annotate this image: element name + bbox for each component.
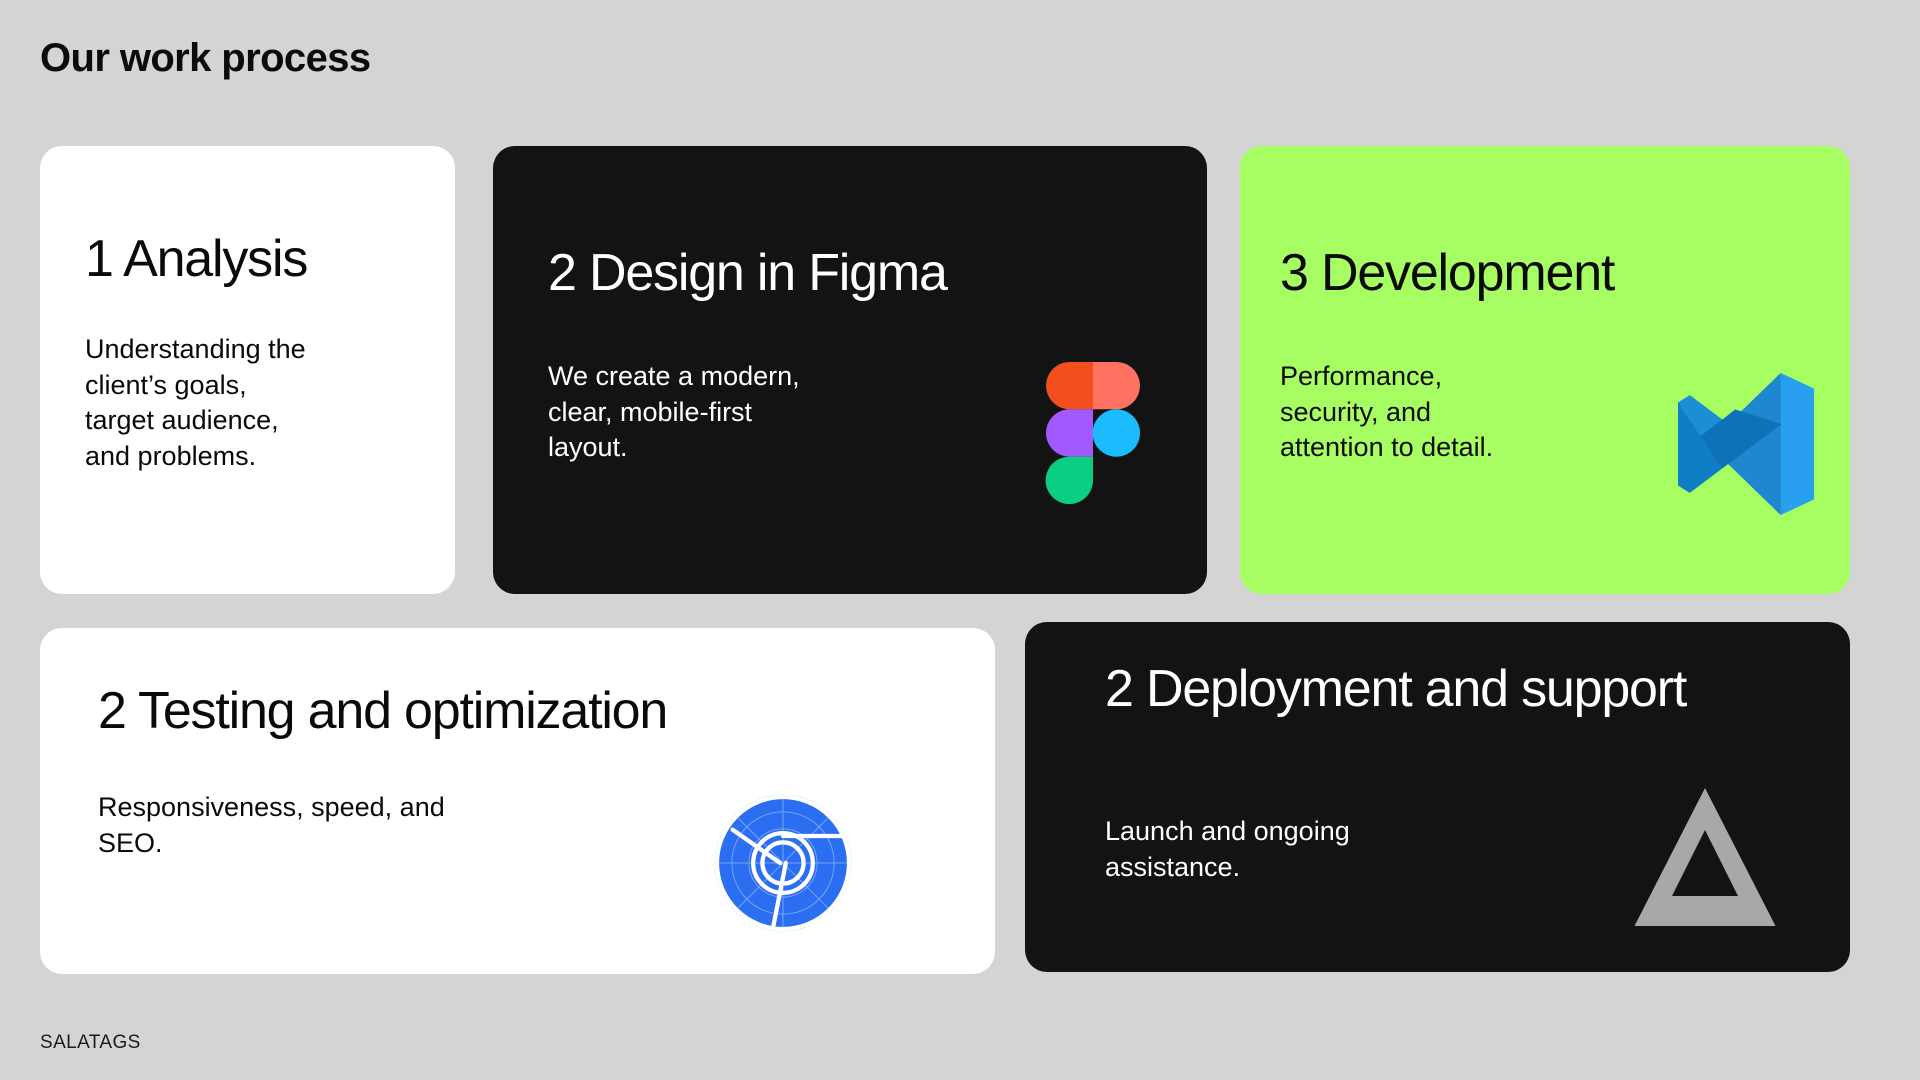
chromium-logo-icon [712, 792, 854, 934]
card-content: 2 Design in Figma We create a modern, cl… [493, 146, 1207, 594]
process-card-analysis[interactable]: 1 Analysis Understanding the client’s go… [40, 146, 455, 594]
process-card-development[interactable]: 3 Development Performance, security, and… [1240, 146, 1850, 594]
card-heading: 2 Design in Figma [548, 244, 948, 302]
card-content: 2 Testing and optimization Responsivenes… [40, 628, 995, 974]
card-content: 3 Development Performance, security, and… [1240, 146, 1850, 594]
footer-brand: SALATAGS [40, 1032, 141, 1053]
process-card-testing-and-optimization[interactable]: 2 Testing and optimization Responsivenes… [40, 628, 995, 974]
card-content: 1 Analysis Understanding the client’s go… [40, 146, 455, 594]
triangle-logo-icon [1630, 782, 1780, 932]
figma-logo-icon [1043, 362, 1143, 504]
card-body-text: Understanding the client’s goals, target… [85, 334, 306, 471]
card-body-text: Responsiveness, speed, and SEO. [98, 792, 445, 858]
card-heading: 2 Testing and optimization [98, 682, 668, 740]
card-heading: 2 Deployment and support [1105, 660, 1687, 718]
card-body-text: Launch and ongoing assistance. [1105, 816, 1350, 882]
page-title: Our work process [40, 36, 371, 80]
card-body-text: We create a modern, clear, mobile-first … [548, 361, 800, 463]
vscode-logo-icon [1672, 370, 1820, 518]
card-heading: 1 Analysis [85, 230, 308, 288]
card-content: 2 Deployment and support Launch and ongo… [1025, 622, 1850, 972]
card-heading: 3 Development [1280, 244, 1615, 302]
card-body-text: Performance, security, and attention to … [1280, 361, 1494, 463]
